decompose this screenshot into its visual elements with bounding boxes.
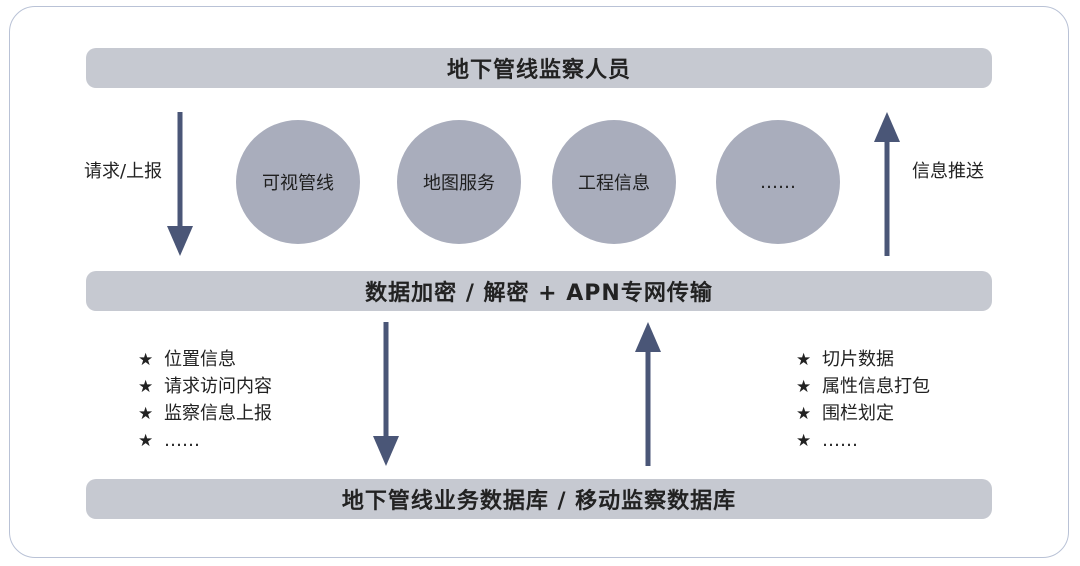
circle-label: …… bbox=[760, 171, 796, 193]
bottom-bar-label: 地下管线业务数据库 / 移动监察数据库 bbox=[341, 489, 737, 514]
bottom-bar-database: 地下管线业务数据库 / 移动监察数据库 bbox=[86, 479, 992, 519]
star-icon: ★ bbox=[796, 431, 812, 451]
list-item: ★切片数据 bbox=[796, 346, 930, 373]
list-item: ★位置信息 bbox=[138, 346, 272, 373]
right-bullet-list: ★切片数据 ★属性信息打包 ★围栏划定 ★…… bbox=[796, 346, 930, 454]
down-arrow-db bbox=[373, 322, 399, 466]
circle-more: …… bbox=[716, 120, 840, 244]
up-arrow-push bbox=[874, 112, 900, 256]
middle-bar-label: 数据加密 / 解密 + APN专网传输 bbox=[365, 281, 713, 306]
list-item: ★…… bbox=[796, 427, 930, 454]
down-arrow-request bbox=[167, 112, 193, 256]
list-item: ★属性信息打包 bbox=[796, 373, 930, 400]
circle-project-info: 工程信息 bbox=[552, 120, 676, 244]
list-item: ★监察信息上报 bbox=[138, 400, 272, 427]
middle-bar-encryption: 数据加密 / 解密 + APN专网传输 bbox=[86, 271, 992, 311]
circle-visual-pipeline: 可视管线 bbox=[236, 120, 360, 244]
top-bar-label: 地下管线监察人员 bbox=[446, 58, 631, 83]
diagram-frame bbox=[9, 6, 1069, 558]
up-arrow-db bbox=[635, 322, 661, 466]
star-icon: ★ bbox=[138, 377, 154, 397]
list-item: ★请求访问内容 bbox=[138, 373, 272, 400]
request-report-label: 请求/上报 bbox=[84, 161, 163, 182]
circle-label: 工程信息 bbox=[578, 173, 650, 194]
circle-label: 可视管线 bbox=[262, 173, 334, 194]
star-icon: ★ bbox=[796, 377, 812, 397]
star-icon: ★ bbox=[138, 404, 154, 424]
top-bar-inspectors: 地下管线监察人员 bbox=[86, 48, 992, 88]
star-icon: ★ bbox=[138, 350, 154, 370]
list-item: ★…… bbox=[138, 427, 272, 454]
star-icon: ★ bbox=[138, 431, 154, 451]
star-icon: ★ bbox=[796, 350, 812, 370]
star-icon: ★ bbox=[796, 404, 812, 424]
left-bullet-list: ★位置信息 ★请求访问内容 ★监察信息上报 ★…… bbox=[138, 346, 272, 454]
list-item: ★围栏划定 bbox=[796, 400, 930, 427]
circle-label: 地图服务 bbox=[423, 173, 495, 194]
circle-map-service: 地图服务 bbox=[397, 120, 521, 244]
info-push-label: 信息推送 bbox=[912, 161, 984, 182]
